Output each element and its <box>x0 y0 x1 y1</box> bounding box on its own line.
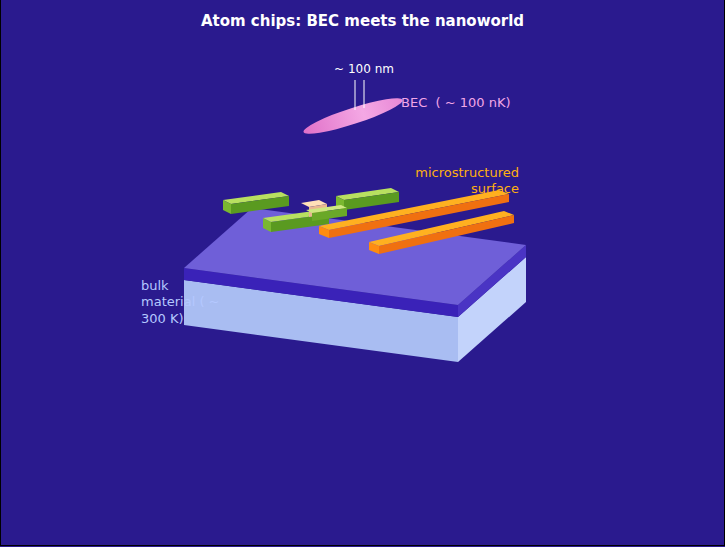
bec-cloud <box>301 92 405 139</box>
dimension-line <box>364 80 365 108</box>
slide-title: Atom chips: BEC meets the nanoworld <box>1 12 724 30</box>
bec-label: BEC ( ~ 100 nK) <box>401 95 551 111</box>
dimension-line <box>355 80 356 110</box>
surface-label: microstructured surface <box>396 165 519 198</box>
orange-wires <box>319 190 514 254</box>
bulk-label: bulk material ( ~ 300 K) <box>141 278 221 327</box>
dimension-label: ~ 100 nm <box>309 62 419 77</box>
